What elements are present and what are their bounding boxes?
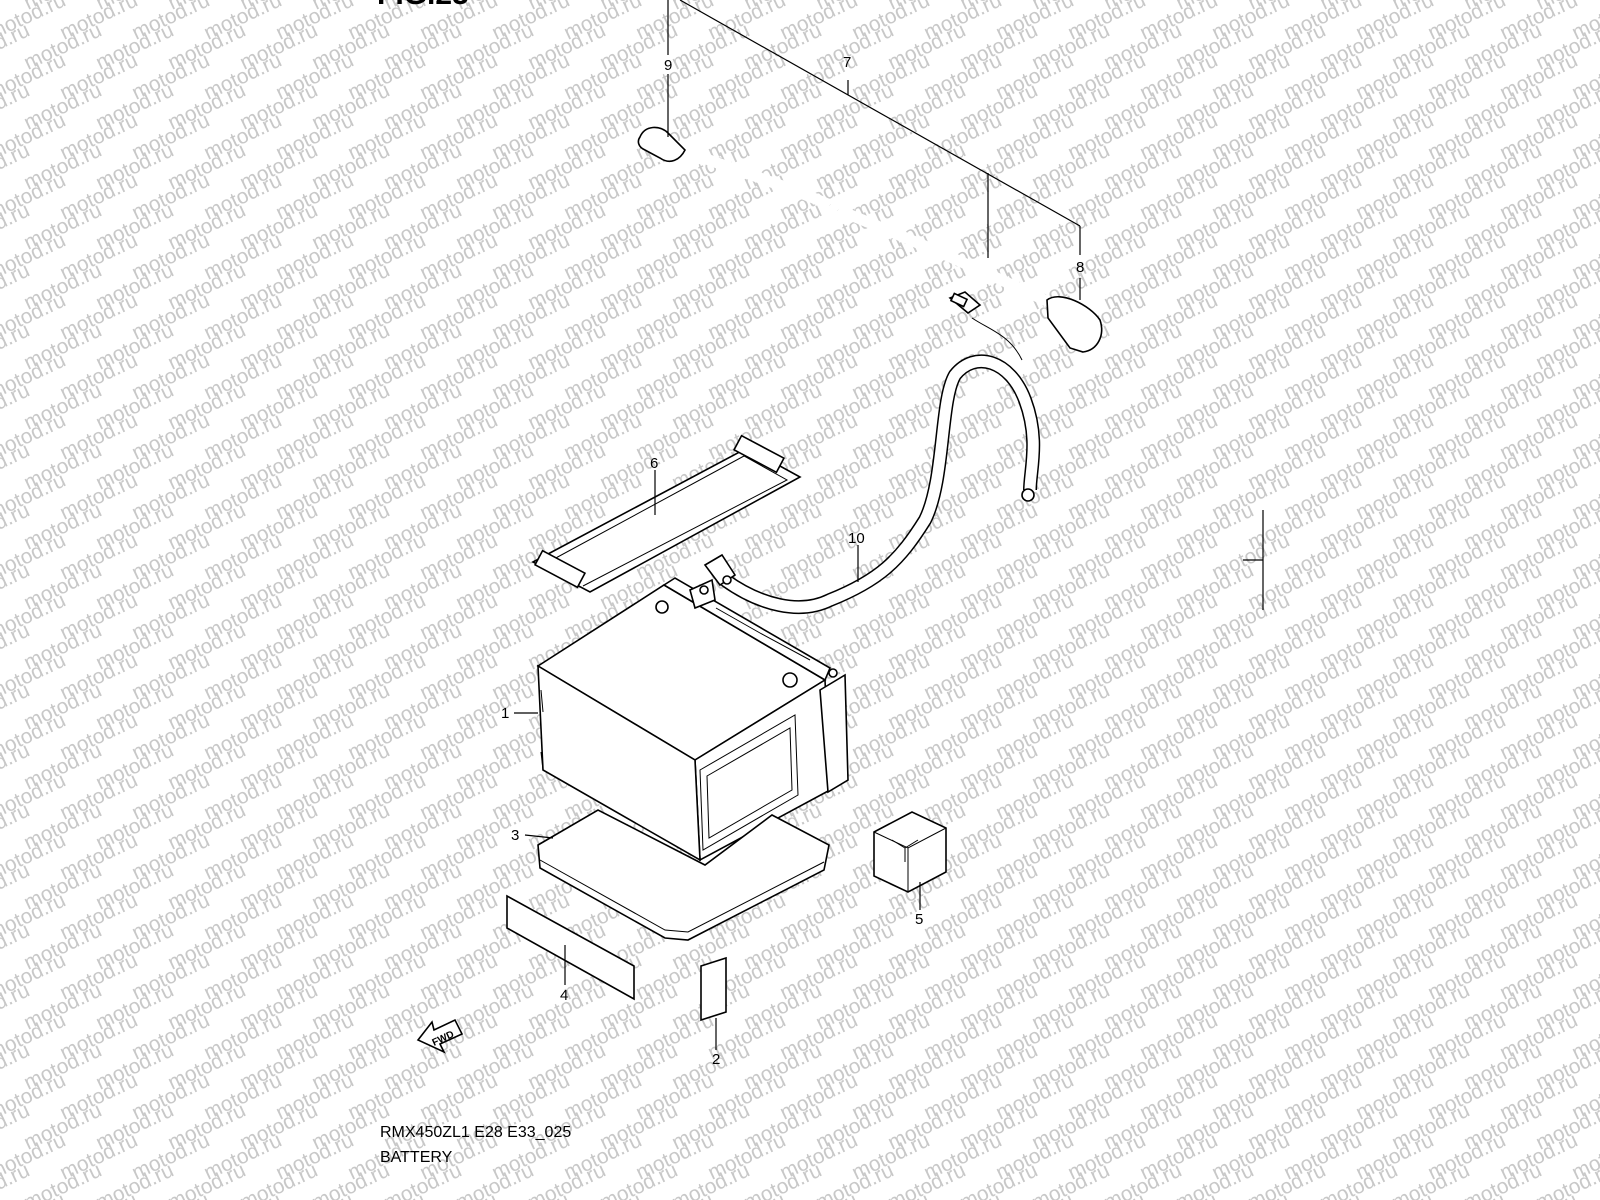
callout-9: 9 [664,57,672,74]
spacer-plate [506,894,635,1001]
battery-positive-cable [637,126,1103,353]
callout-3: 3 [511,827,519,844]
callout-5: 5 [915,911,923,928]
callout-7: 7 [843,54,851,71]
callout-2: 2 [712,1051,720,1068]
model-code: RMX450ZL1 E28 E33_025 [380,1124,571,1141]
figure-title: FIG.25 [377,0,469,11]
battery-strap [531,434,802,593]
callout-numbers: 1 2 3 4 5 6 7 8 9 10 [501,54,1084,1068]
terminal-boot-9 [637,126,686,162]
battery-body [536,577,849,862]
section-title: BATTERY [380,1149,453,1166]
callout-8: 8 [1076,259,1084,276]
terminal-boot-8 [1046,295,1103,353]
callout-4: 4 [560,987,568,1004]
leader-lines [514,0,1264,1050]
battery-pad [537,809,830,941]
electrolyte-pack [873,811,947,893]
callout-10: 10 [848,530,865,547]
callout-6: 6 [650,455,658,472]
callout-1: 1 [501,705,509,722]
battery-negative-cable [703,291,1041,614]
warning-label [700,956,727,1022]
